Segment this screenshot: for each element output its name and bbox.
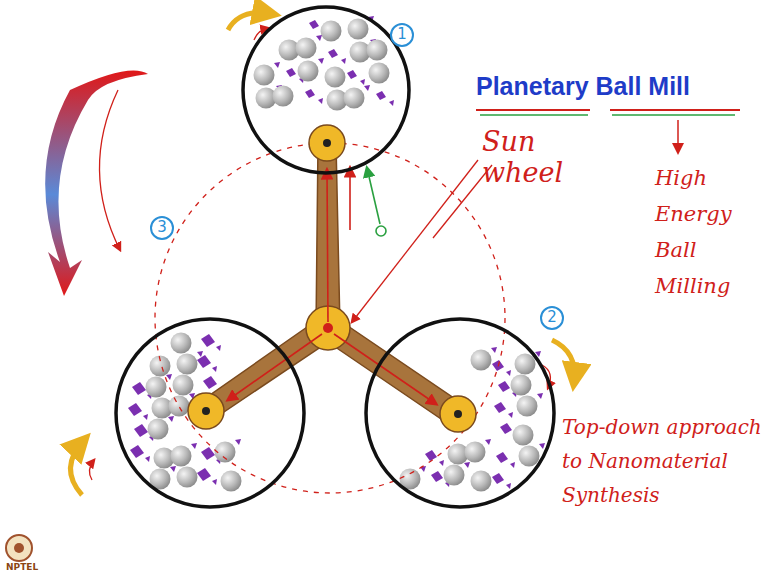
note: High Energy Ball Milling <box>655 160 755 304</box>
diagram-title: Planetary Ball Mill <box>476 72 690 101</box>
grinding-jar: 2 <box>364 317 556 509</box>
part-label: Sun wheel <box>482 126 612 188</box>
grinding-jar: 3 <box>114 317 306 509</box>
jar-outline <box>114 317 306 509</box>
grinding-jar: 1 <box>241 5 411 175</box>
callout-number: 1 <box>390 23 414 47</box>
callout-number: 3 <box>150 216 174 240</box>
callout-number: 2 <box>540 306 564 330</box>
jar-outline <box>364 317 556 509</box>
watermark: NPTEL <box>6 562 46 572</box>
note: Top-down approach to Nanomaterial Synthe… <box>562 410 762 512</box>
jar-outline <box>241 5 411 175</box>
